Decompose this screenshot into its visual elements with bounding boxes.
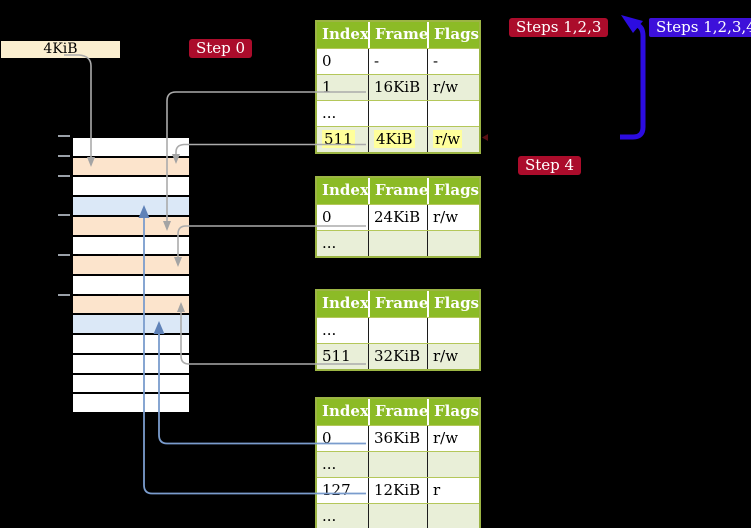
header-cell: Index (322, 294, 368, 312)
cell: 16KiB (368, 75, 427, 100)
header-cell: Flags (427, 22, 479, 48)
header-cell: Index (322, 181, 368, 199)
header-cell: Frame (368, 22, 427, 48)
memory-frame-row (73, 197, 189, 217)
memory-frame-row (73, 138, 189, 158)
table-row: 511 32KiB r/w (317, 343, 479, 369)
cell (368, 452, 427, 477)
table-header-row: Index Frame Flags (317, 399, 479, 425)
table-row: ... (317, 100, 479, 126)
cell (368, 101, 427, 126)
highlight: 511 (322, 130, 355, 148)
table-row: 0 24KiB r/w (317, 204, 479, 230)
memory-frame-row (73, 276, 189, 296)
page-table-1: Index Frame Flags 0 - - 1 16KiB r/w ... … (315, 20, 481, 154)
cell (427, 231, 479, 256)
cell: r (427, 478, 479, 503)
memory-frame-row (73, 315, 189, 336)
cell: 0 (322, 52, 332, 70)
header-cell: Frame (368, 399, 427, 425)
cell (427, 452, 479, 477)
cell: ... (322, 507, 337, 525)
cell: r/w (427, 75, 479, 100)
cell (368, 504, 427, 528)
cell: 511 (322, 347, 351, 365)
cell: 32KiB (368, 344, 427, 369)
table-row: ... (317, 503, 479, 528)
header-cell: Index (322, 402, 368, 420)
physical-memory-strip (71, 136, 191, 414)
badge-step-0: Step 0 (189, 39, 253, 58)
table-row: ... (317, 451, 479, 477)
header-cell: Flags (427, 399, 479, 425)
cell: r/w (427, 426, 479, 451)
cell: ... (322, 104, 337, 122)
cell: r/w (427, 344, 479, 369)
memory-frame-row (73, 374, 189, 395)
header-cell: Index (322, 25, 368, 43)
table-row: ... (317, 317, 479, 343)
cell: - (427, 49, 479, 74)
memory-frame-row (73, 236, 189, 257)
cell (368, 231, 427, 256)
memory-frame-row (73, 354, 189, 375)
cell: r/w (427, 127, 479, 152)
cell (368, 318, 427, 343)
memory-frame-row (73, 177, 189, 198)
cell: r/w (427, 205, 479, 230)
cell: ... (322, 321, 337, 339)
cell: 0 (322, 208, 332, 226)
cell: ... (322, 234, 337, 252)
cell (427, 101, 479, 126)
cell: 12KiB (368, 478, 427, 503)
table-row-highlighted: 511 4KiB r/w (317, 126, 479, 152)
memory-frame-row (73, 157, 189, 178)
cell: 127 (322, 481, 351, 499)
cell: 36KiB (368, 426, 427, 451)
cell: 511 (317, 127, 368, 152)
table-header-row: Index Frame Flags (317, 22, 479, 48)
cell: 4KiB (368, 127, 427, 152)
header-cell: Flags (427, 291, 479, 317)
table-row: 0 36KiB r/w (317, 425, 479, 451)
header-cell: Frame (368, 178, 427, 204)
table-header-row: Index Frame Flags (317, 291, 479, 317)
memory-frame-row (73, 295, 189, 316)
cell: 0 (322, 429, 332, 447)
cell (427, 318, 479, 343)
highlight: 4KiB (374, 130, 415, 148)
page-table-2: Index Frame Flags 0 24KiB r/w ... (315, 176, 481, 258)
cell: - (368, 49, 427, 74)
table-header-row: Index Frame Flags (317, 178, 479, 204)
memory-frame-row (73, 216, 189, 237)
table-row: 1 16KiB r/w (317, 74, 479, 100)
cell: ... (322, 455, 337, 473)
cell: 24KiB (368, 205, 427, 230)
frame-size-label: 4KiB (1, 41, 120, 58)
header-cell: Flags (427, 178, 479, 204)
cell (427, 504, 479, 528)
address-tick-marks (58, 135, 70, 296)
badge-steps-123: Steps 1,2,3 (509, 18, 609, 37)
page-table-3: Index Frame Flags ... 511 32KiB r/w (315, 289, 481, 371)
table-row: ... (317, 230, 479, 256)
table-row: 127 12KiB r (317, 477, 479, 503)
row-511-pointer-mark (482, 134, 488, 141)
loop-arrow (620, 15, 646, 140)
memory-frame-row (73, 394, 189, 413)
header-cell: Frame (368, 291, 427, 317)
memory-frame-row (73, 256, 189, 277)
highlight: r/w (433, 130, 463, 148)
page-table-4: Index Frame Flags 0 36KiB r/w ... 127 12… (315, 397, 481, 528)
table-row: 0 - - (317, 48, 479, 74)
memory-frame-row (73, 335, 189, 355)
badge-steps-1234: Steps 1,2,3,4 (649, 18, 751, 37)
cell: 1 (322, 78, 332, 96)
badge-step-4: Step 4 (518, 156, 582, 175)
